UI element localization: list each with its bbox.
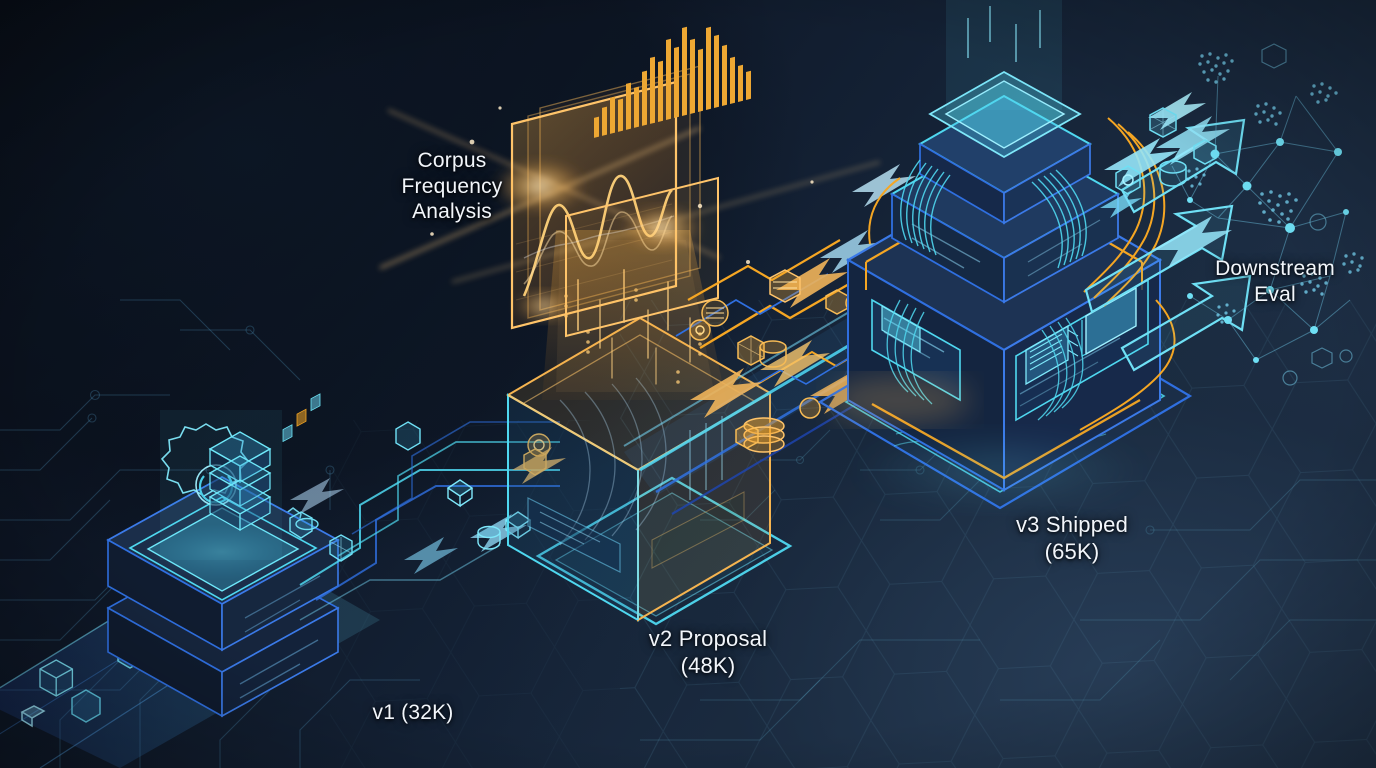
background-layer [0,0,1376,768]
scene-canvas: Corpus Frequency Analysis v1 (32K) v2 Pr… [0,0,1376,768]
